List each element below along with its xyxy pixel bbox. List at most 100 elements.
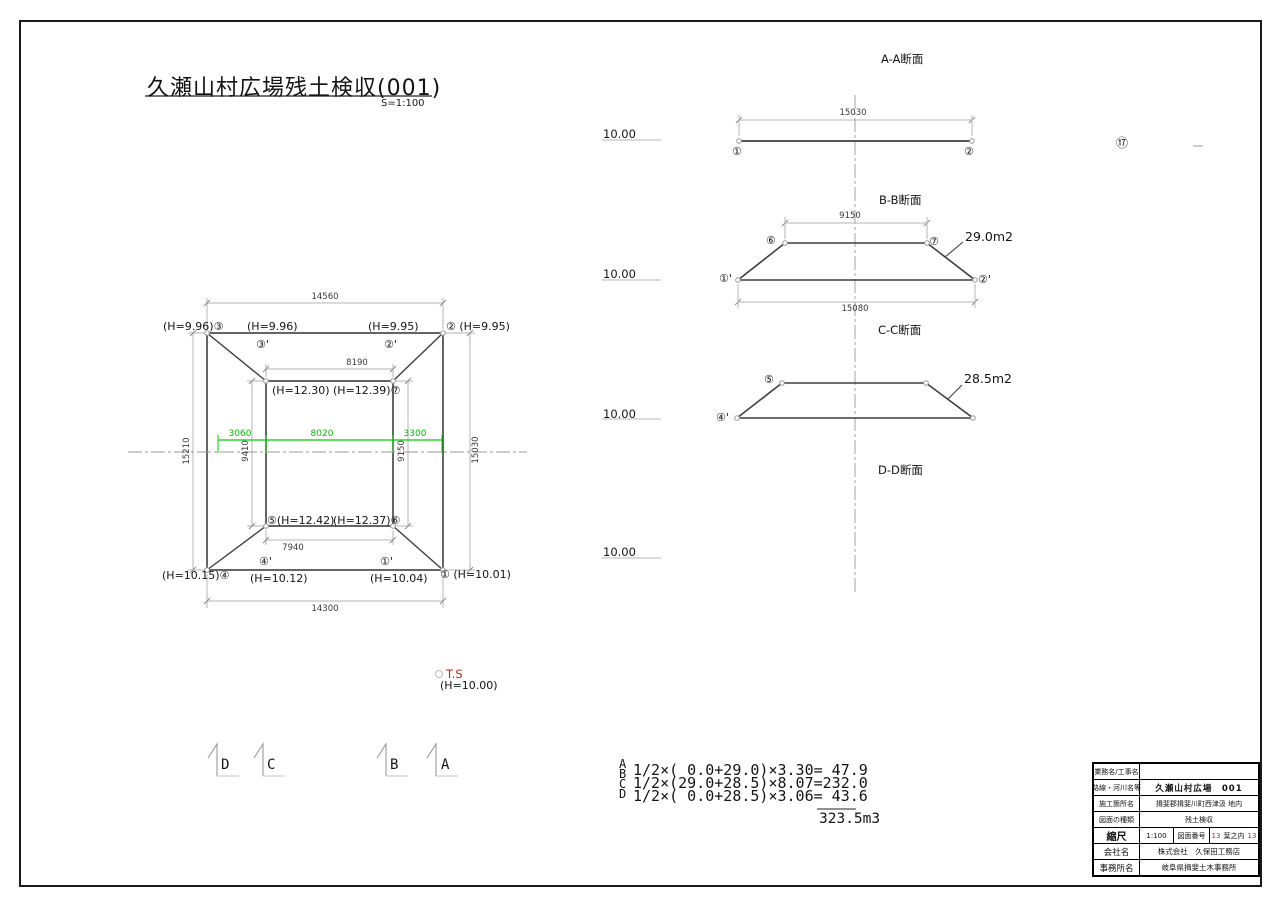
section-a-drawing (736, 115, 975, 144)
title-block-row-office: 事務所名 岐阜県揖斐土木事務所 (1094, 860, 1258, 875)
title-block-value (1140, 764, 1258, 779)
plan-green-section-line (217, 435, 443, 453)
section-c-drawing (734, 380, 976, 421)
sheet-total: 13 (1247, 831, 1257, 840)
title-block-label: 路線・河川名等 (1092, 780, 1141, 795)
title-block-row-route: 路線・河川名等 久瀬山村広場 001 (1092, 780, 1258, 796)
title-block-label: 施工箇所名 (1094, 796, 1140, 811)
dimension-ticks (189, 116, 979, 605)
plan-h-top-right: (H=9.95) (368, 320, 419, 333)
plan-corner-4: (H=10.15)④ (162, 569, 230, 582)
title-block-value: 岐阜県揖斐土木事務所 (1161, 863, 1237, 872)
ts-height: (H=10.00) (440, 679, 498, 692)
section-b-point-6: ⑥ (766, 234, 776, 247)
marker-c: C (267, 757, 276, 773)
plan-corner-nodes (204, 330, 446, 573)
section-a-point-2: ② (964, 145, 974, 158)
elevation-underlines (602, 139, 661, 559)
section-b-dim-top: 9150 (839, 211, 861, 221)
plan-corner-1: ① (H=10.01) (440, 568, 511, 581)
section-c-point-4-prime: ④' (716, 411, 729, 424)
section-b-area: 29.0m2 (965, 229, 1013, 244)
section-c-point-5: ⑤ (764, 373, 774, 386)
title-block-row-scale: 縮尺 1:100 図面番号 13 葉之内 13 (1094, 828, 1258, 844)
section-a-dim: 15030 (839, 108, 867, 118)
title-block-sheet-info: 13 葉之内 13 (1210, 828, 1258, 843)
section-d-elevation: 10.00 (603, 545, 636, 559)
plan-dim-right: 15030 (471, 436, 481, 464)
calc-row-a: A (619, 757, 627, 771)
section-b-drawing (735, 217, 978, 308)
calc-line-1: 1/2×( 0.0+29.0)×3.30= 47.9 (633, 761, 868, 779)
section-b-point-1-prime: ①' (719, 272, 732, 285)
green-dim-mid: 8020 (310, 429, 334, 439)
drawing-title: 久瀬山村広場残土検収(001) (147, 76, 442, 101)
plan-dimension-lines (188, 298, 475, 608)
section-a-title: A-A断面 (881, 52, 924, 66)
note-circled-17: ⑰ (1116, 136, 1129, 150)
title-block-drawing-number-label: 図面番号 (1174, 828, 1210, 843)
title-block-label: 図面の種類 (1094, 812, 1140, 827)
title-block-row-company: 会社名 株式会社 久保田工務店 (1094, 844, 1258, 860)
title-block-row-drawing-type: 図面の種類 残土検収 (1094, 812, 1258, 828)
plan-corner-3: (H=9.96)③ (163, 320, 224, 333)
plan-h-inner-tr: (H=12.39)⑦ (333, 384, 401, 397)
title-block-label: 事務所名 (1094, 860, 1140, 875)
plan-dim-inner-bottom: 7940 (282, 543, 304, 553)
section-c-elevation: 10.00 (603, 407, 636, 421)
section-b-dim-bottom: 15080 (841, 304, 869, 314)
calc-row-d: D (619, 787, 627, 801)
section-a-elevation: 10.00 (603, 127, 636, 141)
plan-dim-inner-top: 8190 (346, 358, 368, 368)
plan-point-4-prime: ④' (259, 555, 272, 568)
section-a-point-1: ① (732, 145, 742, 158)
plan-point-2-prime: ②' (384, 338, 397, 351)
marker-d: D (221, 757, 230, 773)
title-block-value: 残土検収 (1185, 815, 1213, 824)
ts-label: T.S (446, 667, 463, 681)
section-c-area: 28.5m2 (964, 371, 1012, 386)
green-dim-left: 3060 (228, 429, 252, 439)
section-c-title: C-C断面 (878, 323, 922, 337)
plan-outline (206, 332, 444, 571)
green-dim-right: 3300 (403, 429, 427, 439)
ts-point-icon (435, 670, 443, 678)
title-block-label: 縮尺 (1094, 828, 1140, 843)
plan-dim-inner-right: 9150 (397, 440, 407, 462)
plan-point-1-prime: ①' (380, 555, 393, 568)
calc-row-b: B (619, 767, 627, 781)
plan-h-inner-tl: (H=12.30) (272, 384, 330, 397)
plan-dim-top: 14560 (311, 292, 339, 302)
section-d-title: D-D断面 (878, 463, 923, 477)
title-block-value: 株式会社 久保田工務店 (1157, 847, 1241, 856)
sheet-separator: 葉之内 (1223, 831, 1245, 840)
marker-a: A (441, 757, 450, 773)
section-b-elevation: 10.00 (603, 267, 636, 281)
title-block-value: 揖斐郡揖斐川町西津汲 地内 (1155, 799, 1243, 808)
calc-total: 323.5m3 (819, 811, 881, 827)
plan-h-inner-br: (H=12.37)⑥ (333, 514, 401, 527)
title-block: 業務名/工事名 路線・河川名等 久瀬山村広場 001 施工箇所名 揖斐郡揖斐川町… (1092, 762, 1260, 877)
section-b-point-7: ⑦ (929, 235, 939, 248)
title-block-scale-value: 1:100 (1140, 828, 1174, 843)
calc-line-3: 1/2×( 0.0+28.5)×3.06= 43.6 (633, 787, 868, 805)
title-block-label: 業務名/工事名 (1094, 764, 1140, 779)
title-block-label: 会社名 (1094, 844, 1140, 859)
title-block-row-project: 業務名/工事名 (1094, 764, 1258, 780)
section-b-title: B-B断面 (879, 193, 922, 207)
plan-dim-inner-left: 9410 (241, 440, 251, 462)
plan-dim-left: 15210 (182, 437, 192, 465)
sheet-number: 13 (1211, 831, 1221, 840)
plan-point-3-prime: ③' (256, 338, 269, 351)
calc-row-c: C (619, 777, 627, 791)
drawing-scale: S=1:100 (381, 98, 425, 109)
marker-b: B (390, 757, 399, 773)
title-block-row-location: 施工箇所名 揖斐郡揖斐川町西津汲 地内 (1094, 796, 1258, 812)
plan-corner-2: ② (H=9.95) (446, 320, 510, 333)
plan-h-bottom-right: (H=10.04) (370, 572, 428, 585)
section-b-point-2-prime: ②' (978, 273, 991, 286)
plan-h-inner-bl: ⑤(H=12.42) (267, 514, 335, 527)
plan-h-top-left: (H=9.96) (247, 320, 298, 333)
